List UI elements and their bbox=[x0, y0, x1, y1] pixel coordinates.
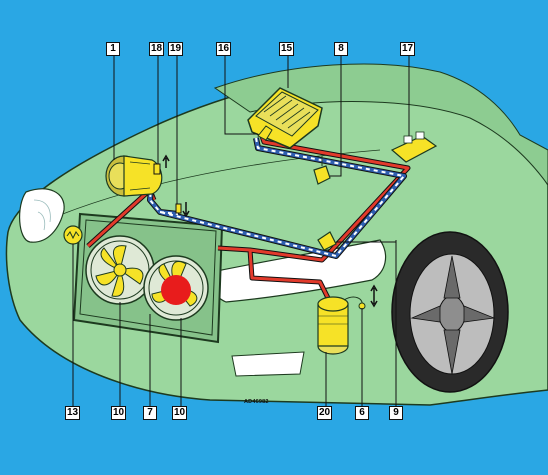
left-headlight bbox=[19, 188, 65, 243]
leader-lines bbox=[72, 56, 410, 406]
fan-motor bbox=[161, 275, 191, 305]
callout-9: 9 bbox=[389, 406, 403, 420]
callout-13: 13 bbox=[65, 406, 81, 420]
evaporator bbox=[247, 87, 323, 149]
front-wheel bbox=[391, 231, 509, 393]
cooling-fan-right bbox=[143, 255, 209, 321]
callout-20: 20 bbox=[317, 406, 333, 420]
thermostat-switch bbox=[313, 156, 331, 185]
receiver-drier bbox=[317, 284, 378, 355]
callout-19: 19 bbox=[168, 42, 184, 56]
windshield bbox=[213, 63, 548, 186]
ambient-temperature-sensor bbox=[63, 225, 83, 245]
callout-17: 17 bbox=[400, 42, 416, 56]
drawing-reference-code: AD46982 bbox=[244, 399, 269, 405]
low-pressure-line bbox=[147, 137, 407, 259]
pressure-switch bbox=[317, 231, 337, 251]
callout-6: 6 bbox=[355, 406, 369, 420]
control-module bbox=[390, 131, 438, 163]
callout-7: 7 bbox=[143, 406, 157, 420]
compressor bbox=[105, 155, 163, 197]
callout-10-left: 10 bbox=[111, 406, 127, 420]
fog-light bbox=[231, 351, 305, 377]
callout-8: 8 bbox=[334, 42, 348, 56]
callout-18: 18 bbox=[149, 42, 165, 56]
callout-10-right: 10 bbox=[172, 406, 188, 420]
service-valves bbox=[153, 154, 190, 218]
callout-16: 16 bbox=[216, 42, 232, 56]
callout-15: 15 bbox=[279, 42, 295, 56]
callout-1: 1 bbox=[106, 42, 120, 56]
